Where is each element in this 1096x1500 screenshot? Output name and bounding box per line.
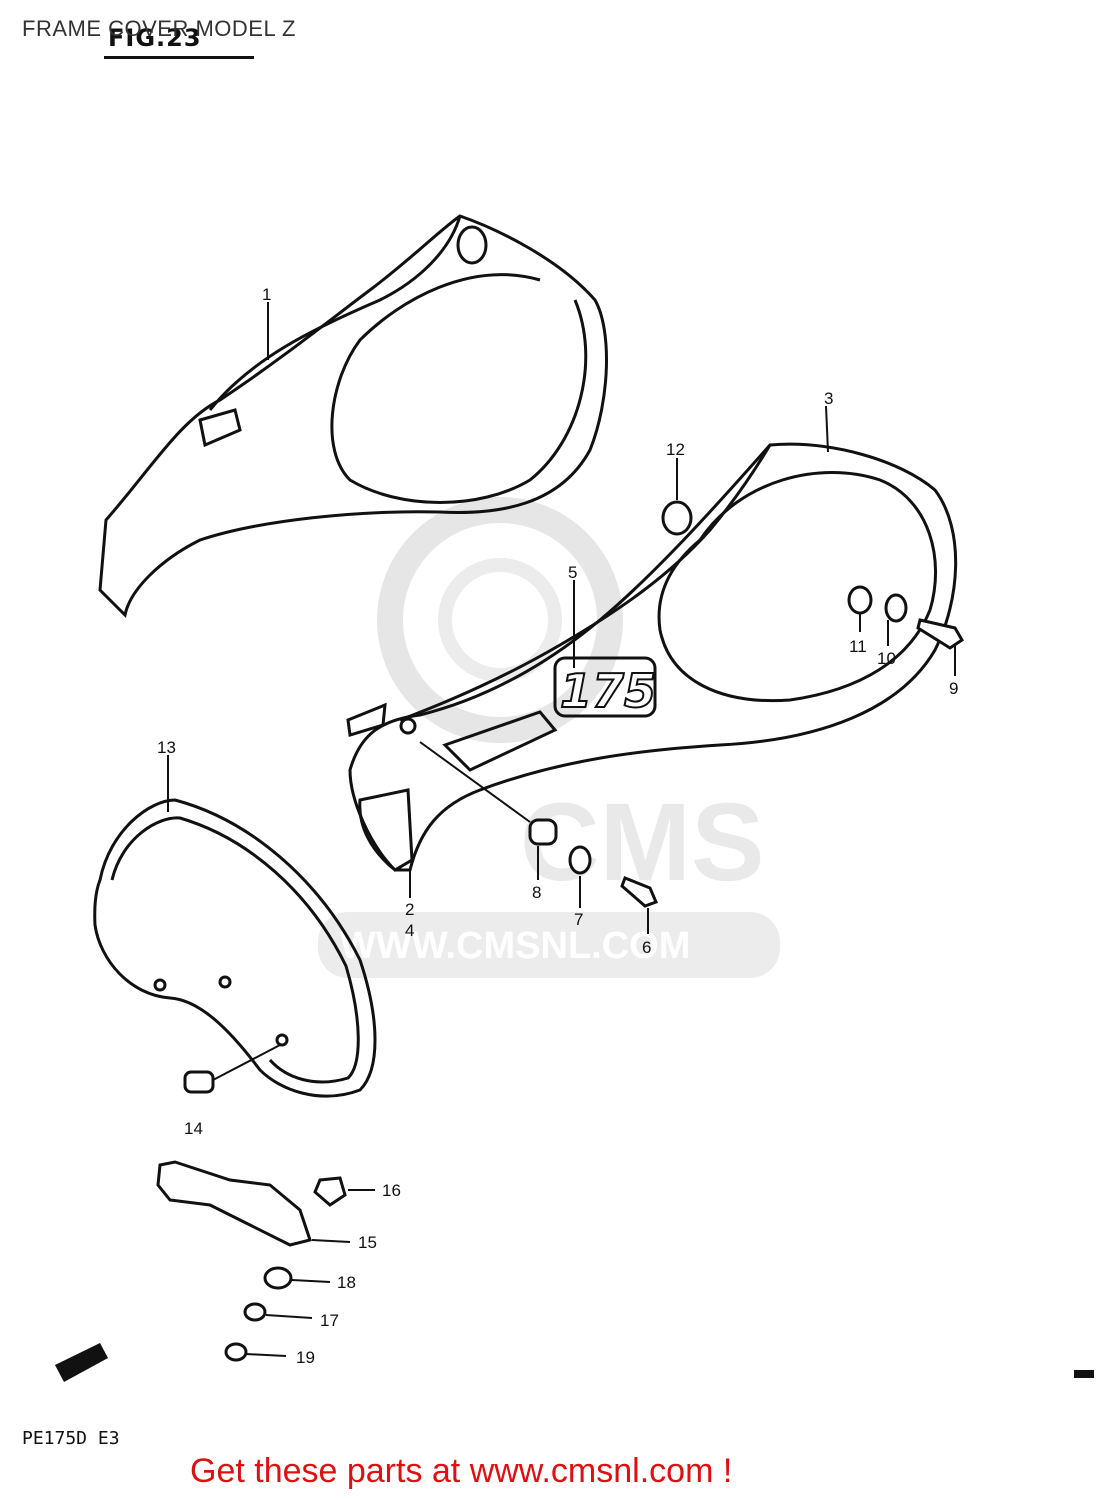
- callout-5: 5: [568, 563, 577, 582]
- callout-8: 8: [532, 883, 541, 902]
- part-19-nut: [224, 1342, 248, 1362]
- callout-9: 9: [949, 679, 958, 698]
- part-15-bracket: [156, 1160, 312, 1247]
- callout-7: 7: [574, 910, 583, 929]
- emblem-text: 175: [560, 664, 656, 718]
- part-6-screw: [620, 876, 659, 908]
- callout-17: 17: [320, 1311, 339, 1330]
- diagram-code: PE175D E3: [22, 1428, 120, 1449]
- hardware: [156, 500, 965, 1362]
- leader-lines: [167, 302, 956, 1357]
- callout-4: 4: [405, 921, 414, 940]
- part-12-washer: [661, 500, 693, 536]
- callout-3: 3: [824, 389, 833, 408]
- callout-19: 19: [296, 1348, 315, 1367]
- figure-label: FIG.23: [108, 24, 202, 52]
- part-17-washer: [243, 1302, 267, 1322]
- callout-15: 15: [358, 1233, 377, 1252]
- part-8-grommet: [528, 818, 558, 846]
- part-9-screw: [916, 618, 965, 650]
- mounting-hole: [399, 717, 417, 735]
- part-3-frame-cover-right: [346, 442, 958, 872]
- part-18-washer: [263, 1266, 293, 1290]
- callout-2: 2: [405, 900, 414, 919]
- watermark-url: WWW.CMSNL.COM: [340, 925, 690, 967]
- callout-16: 16: [382, 1181, 401, 1200]
- callout-13: 13: [157, 738, 176, 757]
- part-10-washer: [884, 593, 908, 623]
- callout-labels: 1 3 12 5 11 10 9 13 8 2 4 7 6 14 16 15 1…: [157, 285, 958, 1367]
- part-14-grommet: [183, 1070, 215, 1094]
- callout-14: 14: [184, 1119, 203, 1138]
- figure-label-underline: [104, 56, 254, 59]
- part-1-frame-cover-left: [98, 214, 608, 619]
- watermark-logo: CMS WWW.CMSNL.COM: [318, 497, 780, 978]
- edge-mark: [1074, 1370, 1094, 1378]
- cta-link[interactable]: Get these parts at www.cmsnl.com !: [190, 1452, 733, 1490]
- part-7-washer: [568, 845, 592, 875]
- callout-18: 18: [337, 1273, 356, 1292]
- part-11-grommet: [847, 585, 873, 615]
- part-16-bolt: [313, 1176, 347, 1207]
- callout-12: 12: [666, 440, 685, 459]
- front-arrow-icon: [55, 1343, 108, 1382]
- callout-11: 11: [849, 637, 867, 656]
- callout-6: 6: [642, 938, 651, 957]
- part-5-emblem: 175: [553, 656, 657, 719]
- part-13-panel: [93, 798, 377, 1098]
- callout-10: 10: [877, 649, 896, 668]
- callout-1: 1: [262, 285, 271, 304]
- page-title: FRAME COVER MODEL Z: [22, 16, 296, 41]
